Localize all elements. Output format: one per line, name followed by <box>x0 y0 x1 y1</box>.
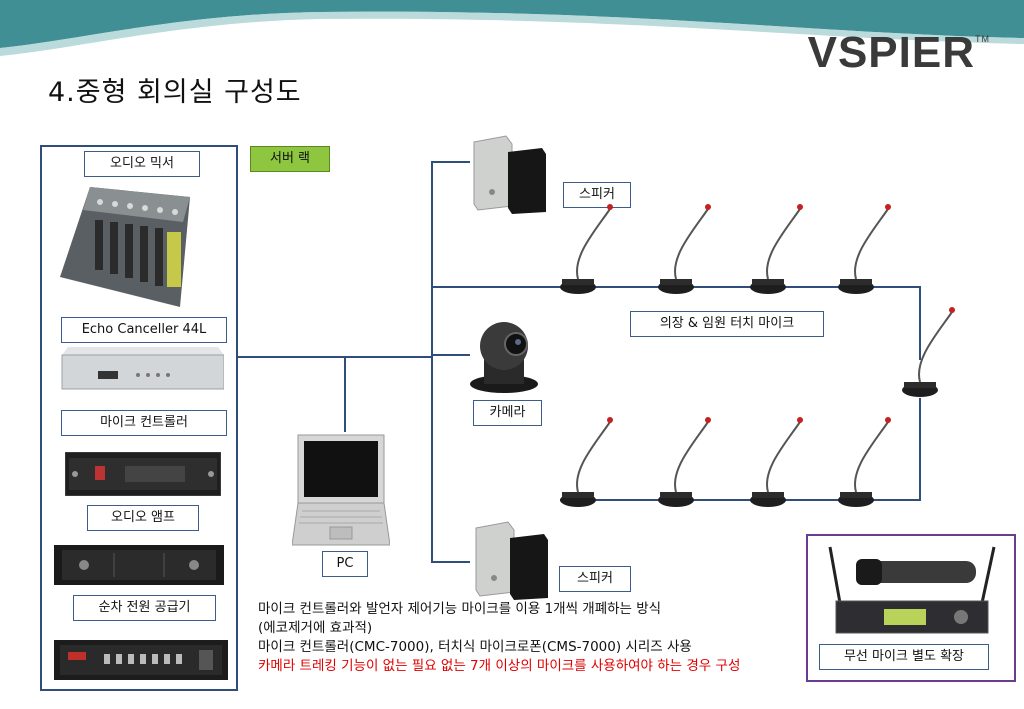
server-rack-frame <box>40 145 238 691</box>
note-line-3: 마이크 컨트롤러(CMC-7000), 터치식 마이크로폰(CMS-7000) … <box>258 639 692 655</box>
server-rack-tag: 서버 랙 <box>250 146 330 172</box>
page-title: 4.중형 회의실 구성도 <box>48 77 302 108</box>
note-line-1: 마이크 컨트롤러와 발언자 제어기능 마이크를 이용 1개씩 개폐하는 방식 <box>258 601 662 617</box>
mics-label: 의장 & 임원 터치 마이크 <box>630 311 824 337</box>
audio-amp-label: 오디오 앰프 <box>87 505 199 531</box>
laptop-pc-image <box>292 434 390 546</box>
ptz-camera-image <box>470 322 538 393</box>
mic-4-icon <box>837 203 892 295</box>
mic-5-icon <box>901 306 956 398</box>
mic-6-icon <box>559 416 614 508</box>
audio-amp-image <box>54 545 224 585</box>
audio-mixer-label: 오디오 믹서 <box>84 151 200 177</box>
mic-3-icon <box>749 203 804 295</box>
speaker-top-label: 스피커 <box>563 182 631 208</box>
speaker-bottom-label: 스피커 <box>559 566 631 592</box>
note-line-2: (에코제거에 효과적) <box>258 620 373 636</box>
mic-7-icon <box>657 416 712 508</box>
pc-label: PC <box>322 551 368 577</box>
mic-controller-image <box>65 452 221 496</box>
mic-2-icon <box>657 203 712 295</box>
camera-label: 카메라 <box>473 400 542 426</box>
echo-canceller-label: Echo Canceller 44L <box>61 317 227 343</box>
wireless-mic-frame <box>806 534 1016 682</box>
mic-9-icon <box>837 416 892 508</box>
brand-logo: VSPIERTM <box>807 28 990 77</box>
speaker-bottom-image <box>475 521 548 600</box>
note-line-4: 카메라 트레킹 기능이 없는 필요 없는 7개 이상의 마이크를 사용하여야 하… <box>258 658 741 674</box>
mic-8-icon <box>749 416 804 508</box>
echo-canceller-image <box>61 347 224 390</box>
audio-mixer-image <box>60 187 190 307</box>
speaker-top-image <box>473 135 546 214</box>
mic-1-icon <box>559 203 614 295</box>
power-sequencer-label: 순차 전원 공급기 <box>73 595 216 621</box>
wireless-mic-label: 무선 마이크 별도 확장 <box>819 644 989 670</box>
wireless-mic-image <box>828 546 996 634</box>
power-sequencer-image <box>54 640 228 680</box>
mic-controller-label: 마이크 컨트롤러 <box>61 410 227 436</box>
description-notes: 마이크 컨트롤러와 발언자 제어기능 마이크를 이용 1개씩 개폐하는 방식 (… <box>258 600 803 676</box>
